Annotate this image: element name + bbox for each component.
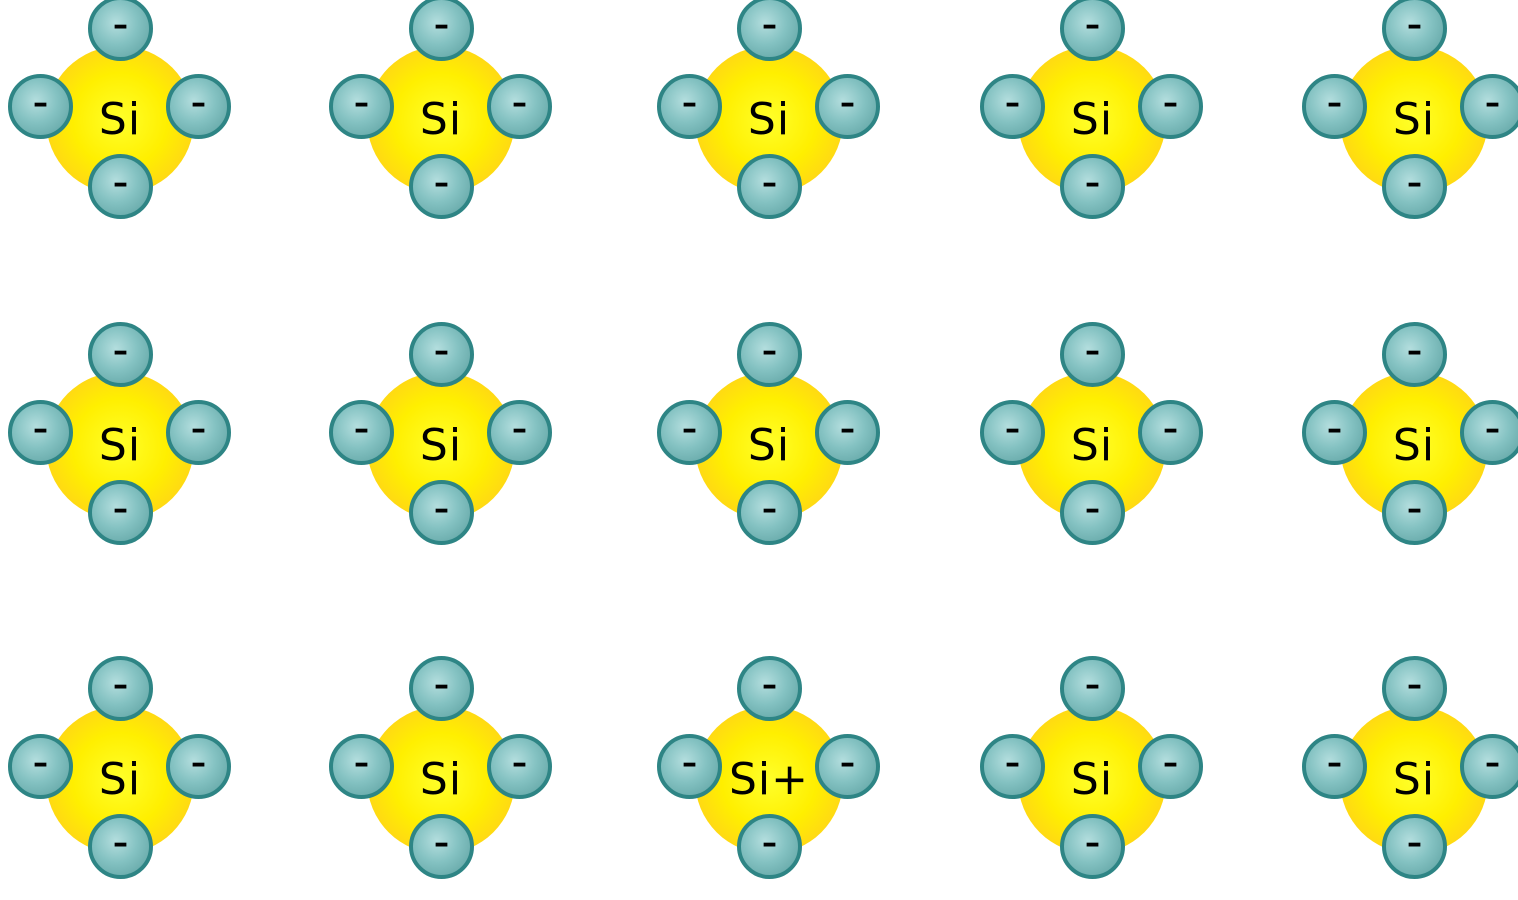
- electron-icon: –: [88, 154, 153, 219]
- electron-icon: –: [980, 74, 1045, 139]
- electron-icon: –: [487, 734, 552, 799]
- silicon-atom: Si––––: [321, 0, 561, 240]
- electron-icon: –: [409, 0, 474, 61]
- atom-symbol: Si: [98, 420, 142, 471]
- silicon-atom: Si––––: [649, 0, 889, 240]
- electron-icon: –: [737, 0, 802, 61]
- electron-icon: –: [1060, 814, 1125, 879]
- electron-icon: –: [1302, 400, 1367, 465]
- electron-icon: –: [1460, 74, 1518, 139]
- silicon-atom: Si––––: [972, 0, 1212, 240]
- electron-icon: –: [409, 814, 474, 879]
- electron-icon: –: [1302, 74, 1367, 139]
- silicon-atom: Si––––: [1294, 656, 1518, 900]
- electron-icon: –: [409, 656, 474, 721]
- atom-symbol: Si: [419, 420, 463, 471]
- electron-icon: –: [1060, 322, 1125, 387]
- electron-icon: –: [980, 400, 1045, 465]
- electron-icon: –: [409, 154, 474, 219]
- electron-icon: –: [88, 322, 153, 387]
- electron-icon: –: [166, 74, 231, 139]
- electron-icon: –: [737, 814, 802, 879]
- atom-symbol: Si: [419, 754, 463, 805]
- electron-icon: –: [1382, 814, 1447, 879]
- silicon-atom: Si––––: [0, 656, 240, 900]
- atom-symbol: Si: [747, 94, 791, 145]
- electron-icon: –: [1302, 734, 1367, 799]
- silicon-atom: Si––––: [1294, 0, 1518, 240]
- atom-symbol: Si: [1070, 94, 1114, 145]
- electron-icon: –: [1382, 656, 1447, 721]
- electron-icon: –: [1138, 400, 1203, 465]
- electron-icon: –: [815, 74, 880, 139]
- electron-icon: –: [8, 74, 73, 139]
- atom-symbol: Si: [98, 754, 142, 805]
- electron-icon: –: [88, 656, 153, 721]
- atom-symbol: Si: [1392, 94, 1436, 145]
- electron-icon: –: [815, 400, 880, 465]
- silicon-atom: Si––––: [972, 656, 1212, 900]
- electron-icon: –: [1382, 0, 1447, 61]
- electron-icon: –: [487, 400, 552, 465]
- electron-icon: –: [1382, 154, 1447, 219]
- electron-icon: –: [487, 74, 552, 139]
- electron-icon: –: [8, 734, 73, 799]
- electron-icon: –: [329, 734, 394, 799]
- atom-symbol: Si: [1392, 420, 1436, 471]
- atom-symbol: Si: [1070, 754, 1114, 805]
- atom-symbol: Si: [1392, 754, 1436, 805]
- electron-icon: –: [1382, 322, 1447, 387]
- silicon-atom: Si––––: [321, 322, 561, 566]
- silicon-atom: Si+––––: [649, 656, 889, 900]
- silicon-atom: Si––––: [1294, 322, 1518, 566]
- electron-icon: –: [1060, 480, 1125, 545]
- electron-icon: –: [329, 74, 394, 139]
- electron-icon: –: [657, 400, 722, 465]
- electron-icon: –: [980, 734, 1045, 799]
- silicon-atom: Si––––: [0, 322, 240, 566]
- electron-icon: –: [1060, 154, 1125, 219]
- electron-icon: –: [88, 0, 153, 61]
- electron-icon: –: [815, 734, 880, 799]
- electron-icon: –: [657, 734, 722, 799]
- electron-icon: –: [329, 400, 394, 465]
- electron-icon: –: [409, 322, 474, 387]
- atom-symbol: Si: [1070, 420, 1114, 471]
- atom-symbol: Si: [98, 94, 142, 145]
- electron-icon: –: [657, 74, 722, 139]
- electron-icon: –: [88, 480, 153, 545]
- electron-icon: –: [8, 400, 73, 465]
- electron-icon: –: [1138, 734, 1203, 799]
- silicon-atom: Si––––: [972, 322, 1212, 566]
- electron-icon: –: [166, 734, 231, 799]
- electron-icon: –: [737, 480, 802, 545]
- silicon-atom: Si––––: [0, 0, 240, 240]
- electron-icon: –: [409, 480, 474, 545]
- electron-icon: –: [1138, 74, 1203, 139]
- electron-icon: –: [1060, 0, 1125, 61]
- electron-icon: –: [1382, 480, 1447, 545]
- silicon-atom: Si––––: [321, 656, 561, 900]
- electron-icon: –: [737, 154, 802, 219]
- electron-icon: –: [166, 400, 231, 465]
- electron-icon: –: [1060, 656, 1125, 721]
- electron-icon: –: [88, 814, 153, 879]
- atom-symbol: Si+: [728, 754, 810, 805]
- electron-icon: –: [737, 656, 802, 721]
- electron-icon: –: [737, 322, 802, 387]
- atom-symbol: Si: [419, 94, 463, 145]
- electron-icon: –: [1460, 734, 1518, 799]
- electron-icon: –: [1460, 400, 1518, 465]
- atom-symbol: Si: [747, 420, 791, 471]
- silicon-atom: Si––––: [649, 322, 889, 566]
